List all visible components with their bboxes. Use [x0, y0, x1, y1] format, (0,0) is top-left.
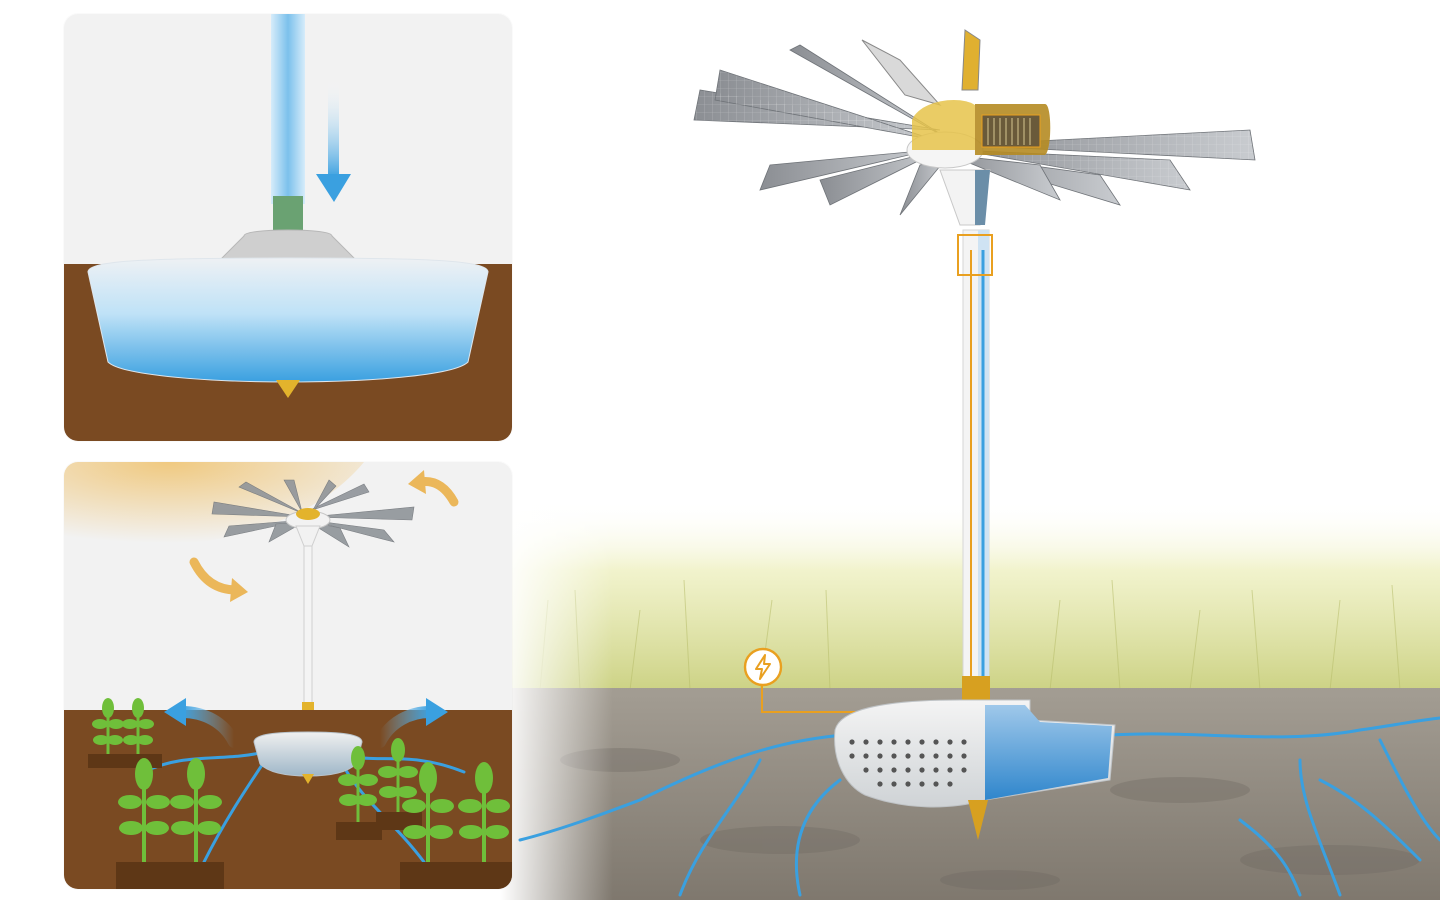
curved-arrow-icon [164, 698, 240, 748]
generator-coil [981, 114, 1041, 148]
turbine-blade [819, 149, 941, 206]
hub-gold-band [912, 100, 975, 150]
plant [336, 746, 382, 840]
plant [168, 758, 224, 889]
curved-arrow-icon [374, 698, 448, 748]
plant [88, 698, 128, 768]
reservoir-vent-holes [849, 739, 967, 787]
irrigation-overview-illustration [64, 462, 512, 889]
valve-bracket [957, 234, 993, 276]
lightning-bolt-icon [742, 646, 784, 688]
turbine-blade [789, 44, 951, 141]
plant [376, 738, 422, 830]
turbine-blade [899, 159, 947, 216]
pole-collar [962, 676, 990, 704]
reservoir-bowl [87, 257, 489, 383]
turbine-blade [949, 154, 1061, 201]
mini-reservoir-tip [302, 774, 314, 784]
down-arrow-icon [316, 78, 351, 202]
plant [400, 762, 456, 889]
reservoir-detail-illustration [64, 14, 512, 441]
reservoir-cutaway-water [985, 705, 1112, 800]
water-collection-reservoir-detail [64, 14, 512, 441]
wind-turbine-rotor [693, 29, 1256, 276]
curved-arrow-icon [189, 557, 248, 602]
reservoir-lid [218, 229, 358, 261]
hub-mesh-filter [975, 170, 990, 225]
plant [122, 698, 162, 768]
mini-reservoir [253, 731, 363, 777]
reservoir-drip-tip [276, 380, 300, 398]
turbine-blade [759, 149, 931, 191]
tube-coupling [273, 196, 303, 230]
generator-windings [987, 118, 1031, 145]
turbine-fin [961, 29, 981, 91]
reservoir-spike [968, 800, 988, 840]
plant [456, 762, 512, 889]
plant [116, 758, 172, 889]
intake-tube [271, 14, 305, 204]
underground-water-veins [518, 716, 1440, 897]
crop-plants [88, 698, 512, 889]
curved-arrow-icon [408, 470, 459, 507]
mini-pole [303, 545, 313, 707]
irrigation-field-overview [64, 462, 512, 889]
mini-hub-gold [296, 508, 320, 520]
